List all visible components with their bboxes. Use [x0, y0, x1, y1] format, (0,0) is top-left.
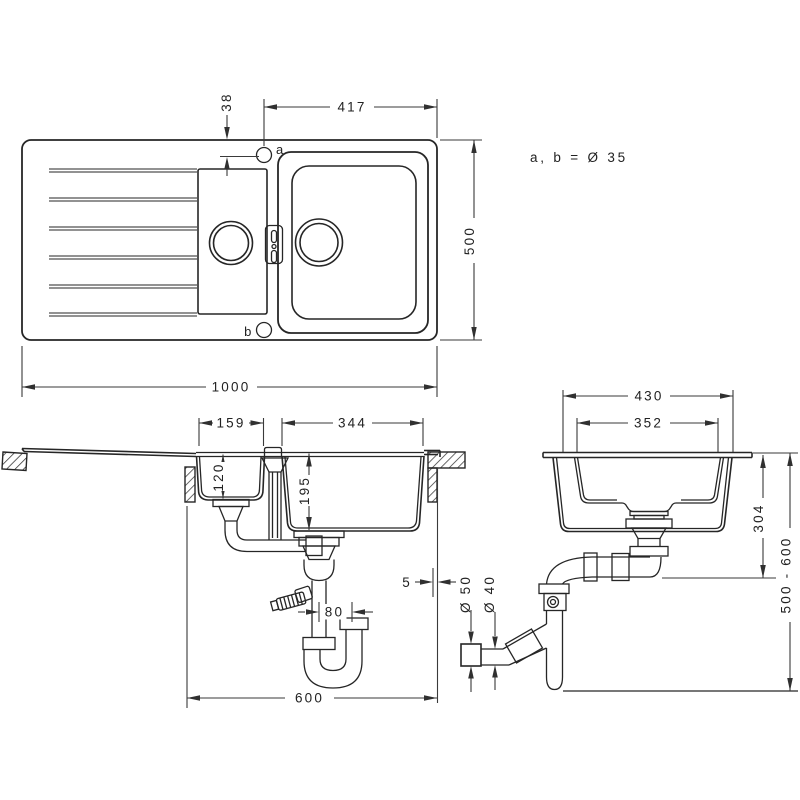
worktop-cuts — [1, 451, 466, 503]
dim-5 — [415, 468, 456, 703]
sink-outline — [21, 139, 438, 341]
dim-600-label: 600 — [295, 691, 324, 706]
dim-80 — [298, 602, 373, 622]
tap-hole-b-label: b — [244, 324, 253, 339]
dim-304 — [662, 452, 798, 579]
drainboard-grooves — [49, 168, 197, 317]
front-plumbing — [212, 457, 369, 689]
dim-159 — [198, 416, 265, 446]
overflow-divider-plan — [264, 224, 284, 265]
dim-600 — [186, 506, 437, 708]
dim-500-600 — [782, 453, 798, 691]
dim-304-label: 304 — [751, 503, 766, 532]
tap-hole-b — [255, 321, 273, 339]
dim-1000 — [21, 346, 438, 397]
front-section-view: 159 344 120 195 — [1, 416, 466, 708]
tap-hole-a-label: a — [276, 142, 285, 157]
dim-80-label: 80 — [325, 605, 344, 620]
dim-344-label: 344 — [338, 416, 367, 431]
main-bowl-plan — [277, 151, 429, 334]
tap-hole-a — [255, 146, 273, 164]
dim-159-label: 159 — [216, 416, 245, 431]
dim-dia-50 — [468, 610, 474, 692]
dim-120 — [215, 454, 231, 499]
side-bowl — [542, 451, 753, 533]
dim-5-label: 5 — [402, 575, 412, 590]
dim-38 — [220, 115, 259, 176]
dim-1000-label: 1000 — [212, 380, 251, 395]
hole-diameter-note: a, b = Ø 35 — [530, 150, 628, 165]
plan-view: a b a, b = Ø 35 417 38 — [21, 92, 628, 397]
dim-352-label: 352 — [634, 416, 663, 431]
side-section-view: 430 352 304 500 - 600 — [458, 389, 798, 692]
dim-dia-40 — [492, 612, 498, 690]
dim-dia-50-label: Ø 50 — [458, 575, 473, 613]
dim-417 — [263, 99, 438, 146]
dim-500-label: 500 — [462, 226, 477, 255]
dim-344 — [281, 416, 424, 446]
dim-417-label: 417 — [337, 100, 366, 115]
dim-500 — [440, 139, 482, 341]
dim-195 — [301, 453, 317, 530]
dim-dia-40-label: Ø 40 — [482, 575, 497, 613]
dim-430 — [562, 389, 734, 452]
side-plumbing — [460, 510, 798, 692]
half-bowl-plan — [197, 168, 268, 315]
dim-120-label: 120 — [211, 462, 226, 491]
dim-195-label: 195 — [297, 476, 312, 505]
dim-500-600-label: 500 - 600 — [779, 537, 794, 614]
dim-352 — [576, 416, 719, 452]
sink-profile — [21, 446, 441, 532]
dim-38-label: 38 — [219, 92, 234, 111]
dim-430-label: 430 — [634, 389, 663, 404]
